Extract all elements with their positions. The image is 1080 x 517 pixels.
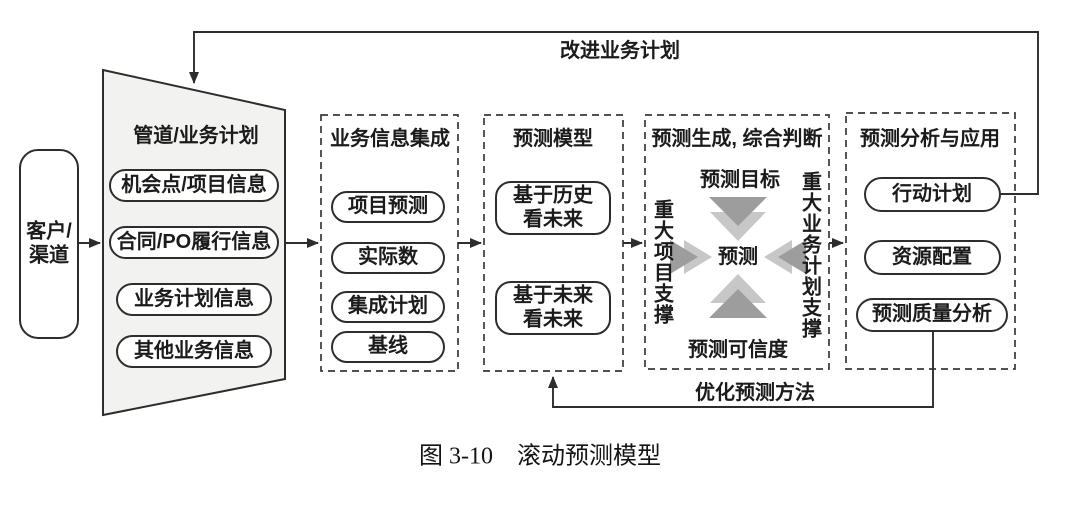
integration-pill-2: [331, 242, 445, 274]
pipeline-pill-2: [109, 226, 279, 259]
generation-right-label: 重大业务计划支撑: [798, 171, 821, 339]
pipeline-title: 管道/业务计划: [133, 125, 259, 148]
pipeline-item-4: 其他业务信息: [134, 340, 254, 363]
integration-item-2: 实际数: [358, 246, 418, 269]
application-item-3: 预测质量分析: [872, 303, 992, 326]
figure-caption: 图 3-10 滚动预测模型: [419, 443, 661, 470]
converge-arrow-right-dark: [778, 240, 806, 274]
integration-item-3: 集成计划: [348, 295, 428, 318]
feedback-top-line: [189, 31, 1039, 195]
pipeline-pill-3: [116, 283, 272, 316]
generation-bottom-label: 预测可信度: [688, 339, 788, 362]
model-item-2: 基于未来 看未来: [513, 284, 593, 330]
customer-label: 客户/ 渠道: [26, 220, 72, 266]
converge-arrow-right-icon: [764, 240, 806, 274]
generation-box: [644, 114, 830, 370]
application-item-2: 资源配置: [892, 246, 972, 269]
converge-arrow-top-light: [710, 212, 766, 241]
feedback-bottom-label: 优化预测方法: [695, 382, 815, 405]
application-box: [845, 112, 1016, 370]
customer-box: [19, 149, 79, 339]
generation-top-label: 预测目标: [700, 169, 780, 192]
converge-arrow-left-icon: [670, 240, 712, 274]
model-pill-1: [495, 181, 611, 235]
application-pill-3: [856, 298, 1008, 332]
integration-pill-1: [331, 191, 445, 223]
converge-arrow-top-dark: [709, 197, 767, 226]
integration-title: 业务信息集成: [330, 128, 450, 151]
converge-arrow-bottom-icon: [709, 274, 767, 318]
generation-center-label: 预测: [718, 246, 758, 269]
integration-item-4: 基线: [368, 335, 408, 358]
generation-left-label: 重大项目支撑: [650, 199, 673, 325]
pipeline-pill-1: [109, 169, 279, 202]
converge-arrow-bottom-dark: [709, 289, 767, 318]
model-pill-2: [495, 281, 611, 335]
model-item-1: 基于历史 看未来: [513, 184, 593, 230]
pipeline-item-2: 合同/PO履行信息: [116, 231, 272, 254]
integration-item-1: 项目预测: [348, 195, 428, 218]
pipeline-item-3: 业务计划信息: [134, 288, 254, 311]
converge-arrow-left-dark: [670, 240, 698, 274]
application-pill-2: [864, 240, 1001, 275]
integration-pill-4: [331, 331, 445, 363]
generation-title: 预测生成, 综合判断: [651, 128, 823, 151]
converge-arrow-bottom-light: [710, 274, 766, 303]
integration-pill-3: [331, 291, 445, 323]
application-item-1: 行动计划: [892, 183, 972, 206]
model-title: 预测模型: [513, 128, 593, 151]
application-title: 预测分析与应用: [860, 128, 1000, 151]
feedback-top-label: 改进业务计划: [560, 40, 680, 63]
pipeline-pill-4: [116, 335, 272, 368]
feedback-bottom-line: [548, 331, 934, 408]
pipeline-item-1: 机会点/项目信息: [121, 174, 267, 197]
converge-arrow-top-icon: [709, 197, 767, 241]
